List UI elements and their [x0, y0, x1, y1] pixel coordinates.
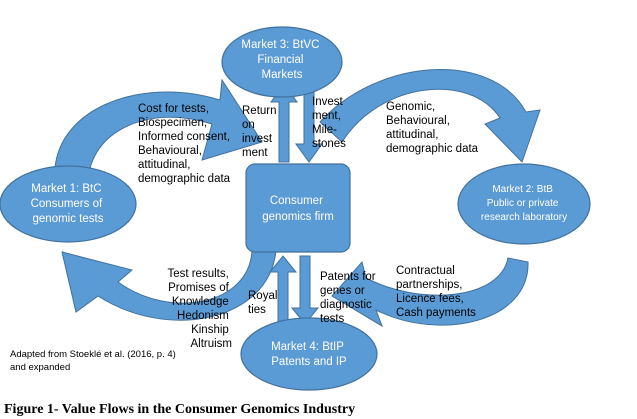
market1-label: Market 1: BtC Consumers of genomic tests	[31, 183, 106, 225]
firm-label: Consumer genomics firm	[262, 195, 334, 223]
source-note: Adapted from Stoeklé et al. (2016, p. 4)…	[10, 349, 178, 373]
label-firm-to-market1: Test results, Promises of Knowledge Hedo…	[167, 268, 232, 350]
label-firm-to-market4: Patents for genes or diagnostic tests	[320, 271, 379, 325]
market3-label: Market 3: BtVC Financial Markets	[241, 39, 322, 81]
label-firm-to-market2: Genomic, Behavioural, attitudinal, demog…	[386, 101, 479, 155]
firm-node	[245, 163, 351, 253]
market2-node	[457, 163, 591, 245]
flow-arrow-market3-to-firm	[295, 91, 323, 163]
market4-label: Market 4: BtIP Patents and IP	[271, 341, 347, 368]
flow-arrow-firm-to-market2	[319, 69, 541, 163]
label-market3-to-firm: Return on invest ment	[242, 105, 280, 159]
label-market4-to-firm: Royal ties	[248, 290, 281, 316]
market4-node	[240, 317, 378, 391]
label-firm-to-market3: Invest ment, Mile- stones	[312, 96, 346, 150]
flow-arrow-market2-to-firm	[331, 257, 529, 328]
market1-node	[0, 165, 137, 243]
flow-arrow-firm-to-market1	[61, 249, 277, 321]
label-market2-to-firm: Contractual partnerships, Licence fees, …	[396, 265, 476, 319]
flow-arrow-market4-to-firm	[268, 255, 298, 327]
market3-node	[221, 26, 343, 98]
flow-arrow-firm-to-market4	[290, 255, 320, 325]
flow-arrow-market1-to-firm	[54, 78, 263, 183]
figure-caption: Figure 1- Value Flows in the Consumer Ge…	[4, 402, 355, 417]
label-market1-to-firm: Cost for tests, Biospecimen, Informed co…	[138, 103, 233, 185]
market2-label: Market 2: BtB Public or private research…	[481, 184, 567, 223]
